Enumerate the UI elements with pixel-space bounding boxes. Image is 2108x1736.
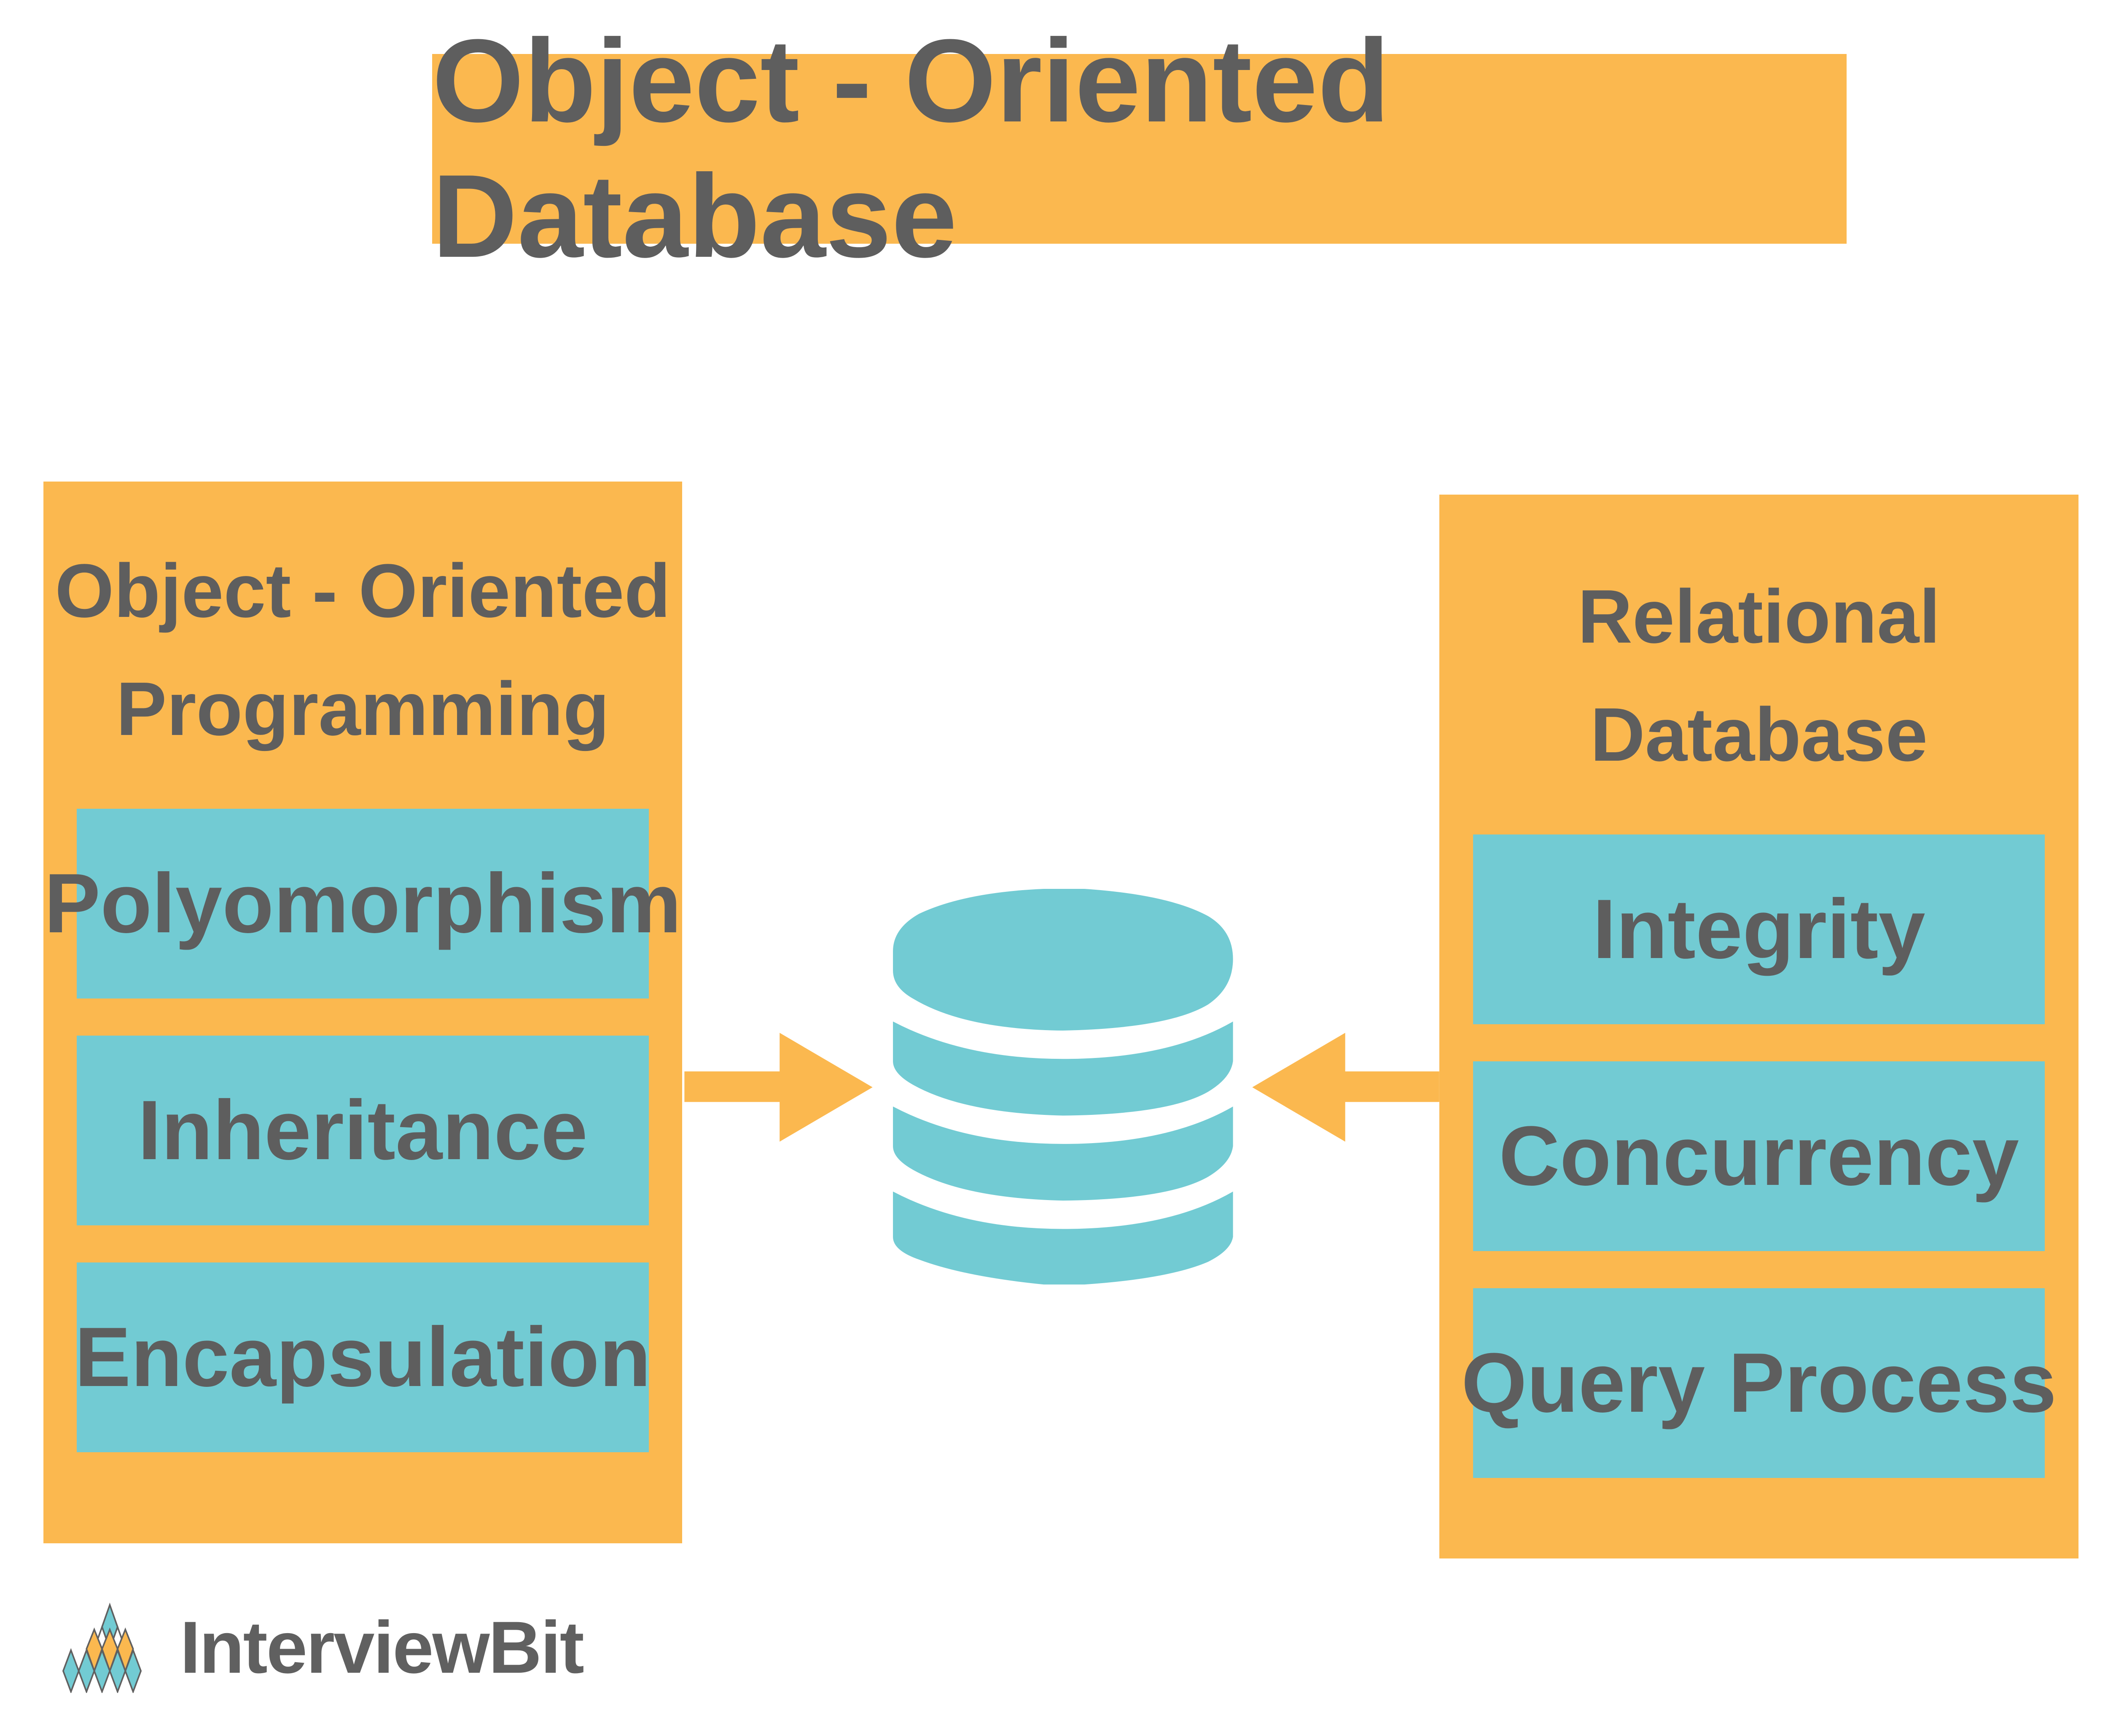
database-band-3 [893, 1191, 1233, 1285]
database-band-2 [893, 1106, 1233, 1201]
oop-title-line1: Object - Oriented [55, 549, 671, 633]
diagram-row: Object - Oriented Programming Polyomorph… [43, 482, 2078, 1558]
item-label: Query Process [1461, 1336, 2057, 1430]
item-label: Encapsulation [74, 1310, 651, 1404]
oop-panel: Object - Oriented Programming Polyomorph… [43, 482, 683, 1543]
diagram-graphics [684, 888, 1440, 1285]
interviewbit-logo: InterviewBit [41, 1602, 584, 1693]
relational-panel-title: Relational Database [1439, 558, 2078, 834]
right-arrow-icon [684, 1033, 873, 1142]
relational-panel: Relational Database Integrity Concurrenc… [1439, 495, 2078, 1558]
center-graphics [682, 482, 1440, 1558]
page-title: Object - Oriented Database [432, 15, 1390, 282]
relational-title-line2: Database [1590, 692, 1928, 777]
item-label: Polyomorphism [44, 856, 682, 950]
database-top-disk [893, 888, 1233, 1031]
item-label: Inheritance [137, 1083, 588, 1177]
relational-item-integrity: Integrity [1473, 834, 2045, 1024]
oop-item-encapsulation: Encapsulation [74, 1262, 651, 1452]
item-label: Integrity [1592, 882, 1925, 976]
relational-item-query-process: Query Process [1461, 1288, 2057, 1478]
title-banner: Object - Oriented Database [432, 15, 1847, 282]
item-label: Concurrency [1499, 1109, 2019, 1203]
oop-panel-title: Object - Oriented Programming [43, 532, 683, 809]
relational-item-concurrency: Concurrency [1473, 1061, 2045, 1251]
oop-title-line2: Programming [116, 667, 610, 751]
left-arrow-icon [1252, 1033, 1440, 1142]
relational-title-line1: Relational [1577, 574, 1941, 659]
oop-item-inheritance: Inheritance [77, 1036, 649, 1225]
database-icon [893, 888, 1233, 1285]
interviewbit-logo-text: InterviewBit [180, 1607, 584, 1689]
database-band-1 [893, 1021, 1233, 1116]
oop-item-polymorphism: Polyomorphism [44, 809, 681, 999]
interviewbit-logo-icon [62, 1602, 142, 1693]
